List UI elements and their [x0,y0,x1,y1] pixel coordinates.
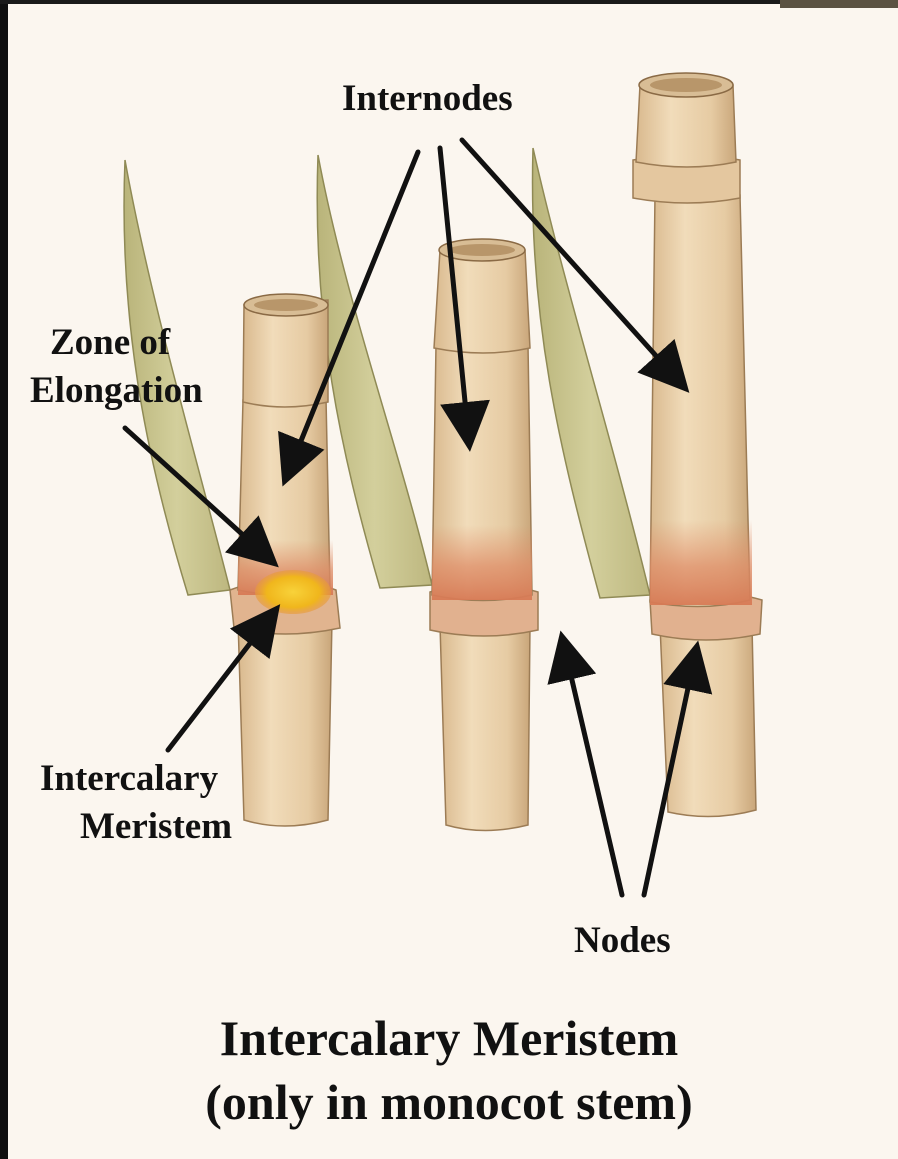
label-nodes: Nodes [574,920,671,961]
label-intercalary-meristem-line1: Intercalary [40,758,218,799]
label-internodes: Internodes [342,78,513,119]
stem-right [633,73,762,817]
label-zone-of-elongation-line2: Elongation [30,370,203,411]
stem-left [230,294,340,826]
leaf [317,155,432,588]
caption-title: Intercalary Meristem [0,1010,898,1066]
label-intercalary-meristem-line2: Meristem [80,806,232,847]
stem-middle [430,239,538,831]
caption-subtitle: (only in monocot stem) [0,1074,898,1130]
arrow-node-middle [565,650,622,895]
label-zone-of-elongation-line1: Zone of [50,322,170,363]
leaf [532,148,650,598]
